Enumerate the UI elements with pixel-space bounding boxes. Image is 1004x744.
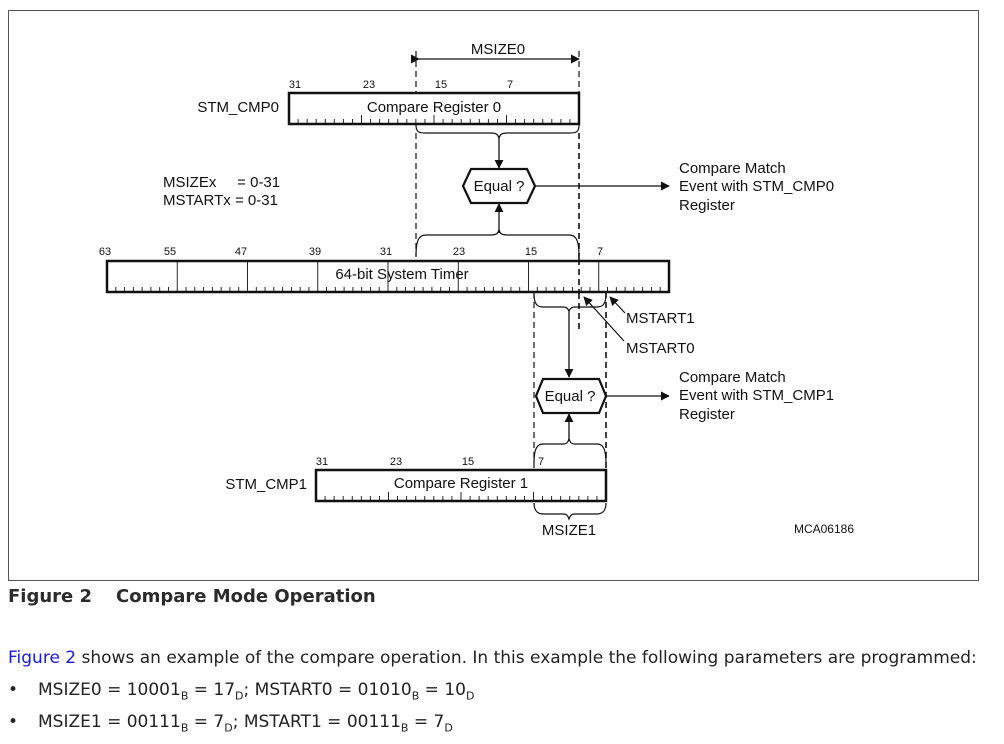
mstart1-pointer [609, 296, 626, 314]
timer-bit-ticks [115, 261, 661, 292]
compare-register-0-label: Compare Register 0 [367, 99, 501, 116]
text-run: = 7 [408, 712, 445, 732]
cmp0-bracket [415, 124, 580, 140]
timer-bit-label: 55 [164, 246, 176, 258]
subscript: D [224, 721, 233, 735]
msizex-param: MSIZEx = 0-31 [163, 174, 280, 191]
event1-line: Compare Match [679, 369, 786, 386]
cmp1-bit-ticks [324, 492, 598, 501]
list-item: • MSIZE0 = 10001B = 17D; MSTART0 = 01010… [8, 680, 474, 712]
text-run: MSIZE0 = 10001 [38, 680, 181, 700]
paragraph-text: shows an example of the compare operatio… [76, 648, 977, 668]
event0-line: Register [679, 197, 735, 214]
timer-bit-label: 63 [99, 246, 111, 258]
subscript: B [411, 689, 420, 703]
list-item: • MSIZE1 = 00111B = 7D; MSTART1 = 00111B… [8, 712, 474, 744]
text-run: ; MSTART0 = 01010 [243, 680, 412, 700]
figure-caption: Figure 2 Compare Mode Operation [8, 586, 376, 607]
msize0-label: MSIZE0 [471, 41, 525, 58]
text-run: = 7 [188, 712, 225, 732]
cmp0-bit-label: 23 [363, 79, 375, 91]
subscript: B [180, 689, 189, 703]
timer-bit-label: 7 [597, 246, 603, 258]
msize1-label: MSIZE1 [542, 522, 596, 539]
figure-number: Figure 2 [8, 586, 93, 607]
description-paragraph: Figure 2 shows an example of the compare… [8, 648, 977, 668]
mstart1-label: MSTART1 [626, 310, 695, 327]
cmp0-bit-label: 15 [435, 79, 447, 91]
subscript: D [444, 721, 453, 735]
event1-line: Register [679, 406, 735, 423]
cmp1-bit-label: 7 [538, 456, 544, 468]
timer-bit-label: 31 [380, 246, 392, 258]
bullet-marker: • [8, 712, 19, 732]
cmp0-bit-label: 31 [289, 79, 301, 91]
stm-cmp0-label: STM_CMP0 [197, 99, 279, 116]
mstartx-param: MSTARTx = 0-31 [163, 192, 278, 209]
timer-bit-label: 47 [235, 246, 247, 258]
timer-bit-label: 15 [525, 246, 537, 258]
equal-comparator-1 [534, 377, 608, 415]
text-run: = 17 [188, 680, 236, 700]
figure-frame: MSIZE0 31 23 15 7 STM_CMP0 Compare Regis… [8, 10, 979, 581]
text-run: = 10 [419, 680, 466, 700]
event1-line: Event with STM_CMP1 [679, 387, 834, 404]
subscript: B [180, 721, 189, 735]
figure-link[interactable]: Figure 2 [8, 648, 77, 668]
event0-line: Event with STM_CMP0 [679, 178, 834, 195]
system-timer-label: 64-bit System Timer [335, 266, 468, 283]
cmp1-bit-label: 31 [316, 456, 328, 468]
figure-code: MCA06186 [794, 522, 854, 536]
timer-bit-label: 23 [453, 246, 465, 258]
bullet-marker: • [8, 680, 19, 700]
equal-comparator-0 [461, 167, 537, 205]
cmp0-bit-label: 7 [507, 79, 513, 91]
cmp0-bit-ticks [297, 115, 571, 124]
figure-title: Compare Mode Operation [116, 586, 376, 607]
stm-cmp1-label: STM_CMP1 [225, 476, 307, 493]
equal-0-label: Equal ? [474, 178, 525, 195]
timer-bit-label: 39 [309, 246, 321, 258]
timer-bracket-0 [415, 228, 580, 257]
event0-line: Compare Match [679, 160, 786, 177]
text-run: MSIZE1 = 00111 [38, 712, 181, 732]
equal-1-label: Equal ? [545, 388, 596, 405]
cmp1-bit-label: 23 [390, 456, 402, 468]
cmp1-bracket-top [533, 437, 607, 464]
cmp1-bit-label: 15 [462, 456, 474, 468]
mstart0-pointer [583, 296, 625, 342]
msize1-bracket [533, 502, 607, 521]
mstart0-label: MSTART0 [626, 340, 695, 357]
subscript: B [400, 721, 409, 735]
text-run: ; MSTART1 = 00111 [232, 712, 401, 732]
subscript: D [465, 689, 475, 703]
subscript: D [235, 689, 244, 703]
compare-register-1-label: Compare Register 1 [394, 475, 528, 492]
compare-mode-diagram: MSIZE0 31 23 15 7 STM_CMP0 Compare Regis… [99, 41, 854, 539]
parameter-list: • MSIZE0 = 10001B = 17D; MSTART0 = 01010… [8, 680, 474, 744]
